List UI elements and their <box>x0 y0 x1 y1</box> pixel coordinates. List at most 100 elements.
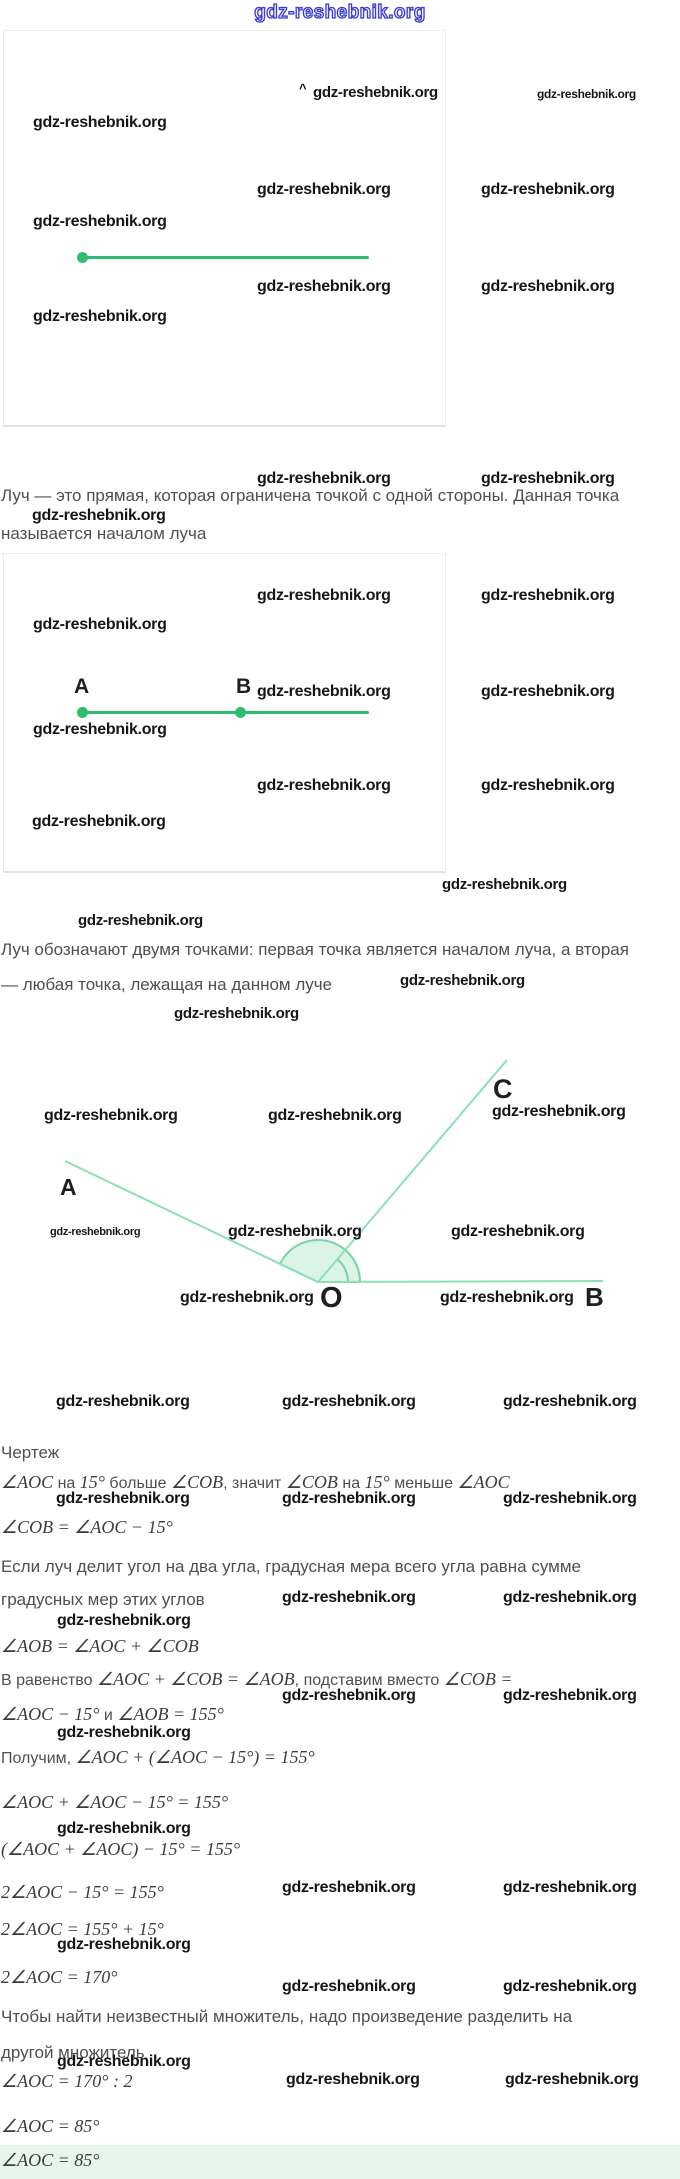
watermark: gdz-reshebnik.org <box>492 1103 626 1120</box>
watermark: gdz-reshebnik.org <box>503 1490 637 1507</box>
watermark: gdz-reshebnik.org <box>481 278 615 295</box>
watermark: gdz-reshebnik.org <box>282 1978 416 1995</box>
watermark: gdz-reshebnik.org <box>56 1490 190 1507</box>
watermark: gdz-reshebnik.org <box>481 587 615 604</box>
ray-line-1 <box>80 256 369 259</box>
watermark: gdz-reshebnik.org <box>57 2053 191 2070</box>
watermark: gdz-reshebnik.org <box>57 1724 191 1741</box>
ray-naming-line2: — любая точка, лежащая на данном луче <box>1 975 333 994</box>
watermark: gdz-reshebnik.org <box>440 1289 574 1306</box>
math-fragment: ∠COB <box>285 1472 338 1492</box>
math-fragment: 15° <box>364 1472 390 1492</box>
ray-oa <box>64 1160 319 1283</box>
ray-start-dot-1 <box>77 252 88 263</box>
text-fragment: , подставим вместо <box>294 1672 444 1689</box>
solution-step2: (∠AOC + ∠AOC) − 15° = 155° <box>1 1839 241 1859</box>
math-fragment: ∠COB <box>170 1472 224 1492</box>
watermark: gdz-reshebnik.org <box>57 1936 191 1953</box>
math-fragment: ∠AOC + ∠COB = ∠AOB <box>96 1669 295 1689</box>
figure-label-b: B <box>585 1282 604 1312</box>
watermark: gdz-reshebnik.org <box>257 683 391 700</box>
watermark: gdz-reshebnik.org <box>313 84 438 101</box>
watermark: gdz-reshebnik.org <box>503 1978 637 1995</box>
watermark: gdz-reshebnik.org <box>282 1879 416 1896</box>
text-fragment: меньше <box>389 1475 458 1492</box>
watermark: gdz-reshebnik.org <box>257 777 391 794</box>
watermark: gdz-reshebnik.org <box>451 1223 585 1240</box>
watermark: gdz-reshebnik.org <box>32 507 166 524</box>
solution-given: ∠AOC на 15° больше ∠COB, значит ∠COB на … <box>1 1472 510 1493</box>
ray-line-2 <box>80 711 369 714</box>
watermark: gdz-reshebnik.org <box>400 972 525 989</box>
point-label-a: A <box>74 675 90 698</box>
figure-label-a: A <box>60 1174 77 1200</box>
ray-oc <box>317 1059 508 1283</box>
watermark: gdz-reshebnik.org <box>180 1289 314 1306</box>
watermark: gdz-reshebnik.org <box>33 308 167 325</box>
drawing-label: Чертеж <box>1 1443 60 1462</box>
text-fragment: , значит <box>223 1475 286 1492</box>
solution-step4: 2∠AOC = 155° + 15° <box>1 1919 164 1939</box>
watermark: gdz-reshebnik.org <box>481 470 615 487</box>
math-fragment: ∠AOB = 155° <box>117 1704 224 1724</box>
watermark: gdz-reshebnik.org <box>503 1687 637 1704</box>
rule-sum-line2: градусных мер этих углов <box>1 1590 205 1609</box>
watermark: gdz-reshebnik.org <box>268 1107 402 1124</box>
watermark: gdz-reshebnik.org <box>282 1687 416 1704</box>
solution-step1: ∠AOC + ∠AOC − 15° = 155° <box>1 1792 229 1812</box>
watermark: gdz-reshebnik.org <box>57 1612 191 1629</box>
solution-step3: 2∠AOC − 15° = 155° <box>1 1882 164 1902</box>
math-fragment: ∠AOC <box>1 1472 54 1492</box>
solution-answer: ∠AOC = 85° <box>1 2150 100 2170</box>
math-fragment: 15° <box>79 1472 105 1492</box>
answer-highlight <box>0 2145 680 2179</box>
rule-div-line2: другой множитель <box>1 2043 145 2062</box>
watermark: gdz-reshebnik.org <box>257 181 391 198</box>
watermark: gdz-reshebnik.org <box>503 1879 637 1896</box>
math-fragment: ∠AOC − 15° <box>1 1704 100 1724</box>
watermark: gdz-reshebnik.org <box>537 87 636 101</box>
math-fragment: ∠COB = <box>443 1669 513 1689</box>
watermark: gdz-reshebnik.org <box>33 721 167 738</box>
watermark: gdz-reshebnik.org <box>505 2071 639 2088</box>
watermark: gdz-reshebnik.org <box>174 1005 299 1022</box>
watermark: gdz-reshebnik.org <box>442 876 567 893</box>
ray-ob <box>317 1280 604 1283</box>
solution-step7: ∠AOC = 85° <box>1 2116 100 2136</box>
ray-naming-line1: Луч обозначают двумя точками: первая точ… <box>1 940 629 959</box>
watermark: gdz-reshebnik.org <box>50 1226 141 1238</box>
watermark: gdz-reshebnik.org <box>57 1820 191 1837</box>
text-fragment: на <box>53 1475 80 1492</box>
watermark: gdz-reshebnik.org <box>33 616 167 633</box>
rule-sum-line1: Если луч делит угол на два угла, градусн… <box>1 1557 581 1576</box>
watermark: gdz-reshebnik.org <box>282 1393 416 1410</box>
solution-step6: ∠AOC = 170° : 2 <box>1 2071 133 2091</box>
watermark: gdz-reshebnik.org <box>257 470 391 487</box>
figure-label-o: O <box>320 1282 343 1314</box>
watermark: gdz-reshebnik.org <box>78 912 203 929</box>
watermark: gdz-reshebnik.org <box>286 2071 420 2088</box>
ray-point-dot-2 <box>235 707 246 718</box>
site-watermark-top: gdz-reshebnik.org <box>254 1 426 23</box>
ray-definition-line1: Луч — это прямая, которая ограничена точ… <box>1 486 620 505</box>
point-label-b: B <box>236 675 252 698</box>
watermark: gdz-reshebnik.org <box>33 213 167 230</box>
figure-label-c: C <box>493 1074 513 1104</box>
solution-step5: 2∠AOC = 170° <box>1 1967 118 1987</box>
text-fragment: В равенство <box>1 1672 97 1689</box>
solution-subst2: ∠AOC − 15° и ∠AOB = 155° <box>1 1704 224 1725</box>
solution-poluchim: Получим, ∠AOC + (∠AOC − 15°) = 155° <box>1 1747 315 1768</box>
watermark: gdz-reshebnik.org <box>32 813 166 830</box>
watermark: gdz-reshebnik.org <box>282 1490 416 1507</box>
watermark: gdz-reshebnik.org <box>503 1589 637 1606</box>
figure-card-ray <box>3 30 446 427</box>
solution-cob-eq: ∠COB = ∠AOC − 15° <box>1 1517 173 1537</box>
solution-aob-eq: ∠AOB = ∠AOC + ∠COB <box>1 1636 199 1656</box>
math-fragment: ∠AOC + (∠AOC − 15°) = 155° <box>75 1747 315 1767</box>
watermark: gdz-reshebnik.org <box>56 1393 190 1410</box>
watermark: gdz-reshebnik.org <box>257 587 391 604</box>
text-fragment: на <box>337 1475 365 1492</box>
watermark: gdz-reshebnik.org <box>228 1223 362 1240</box>
solution-subst: В равенство ∠AOC + ∠COB = ∠AOB, подстави… <box>1 1669 513 1690</box>
